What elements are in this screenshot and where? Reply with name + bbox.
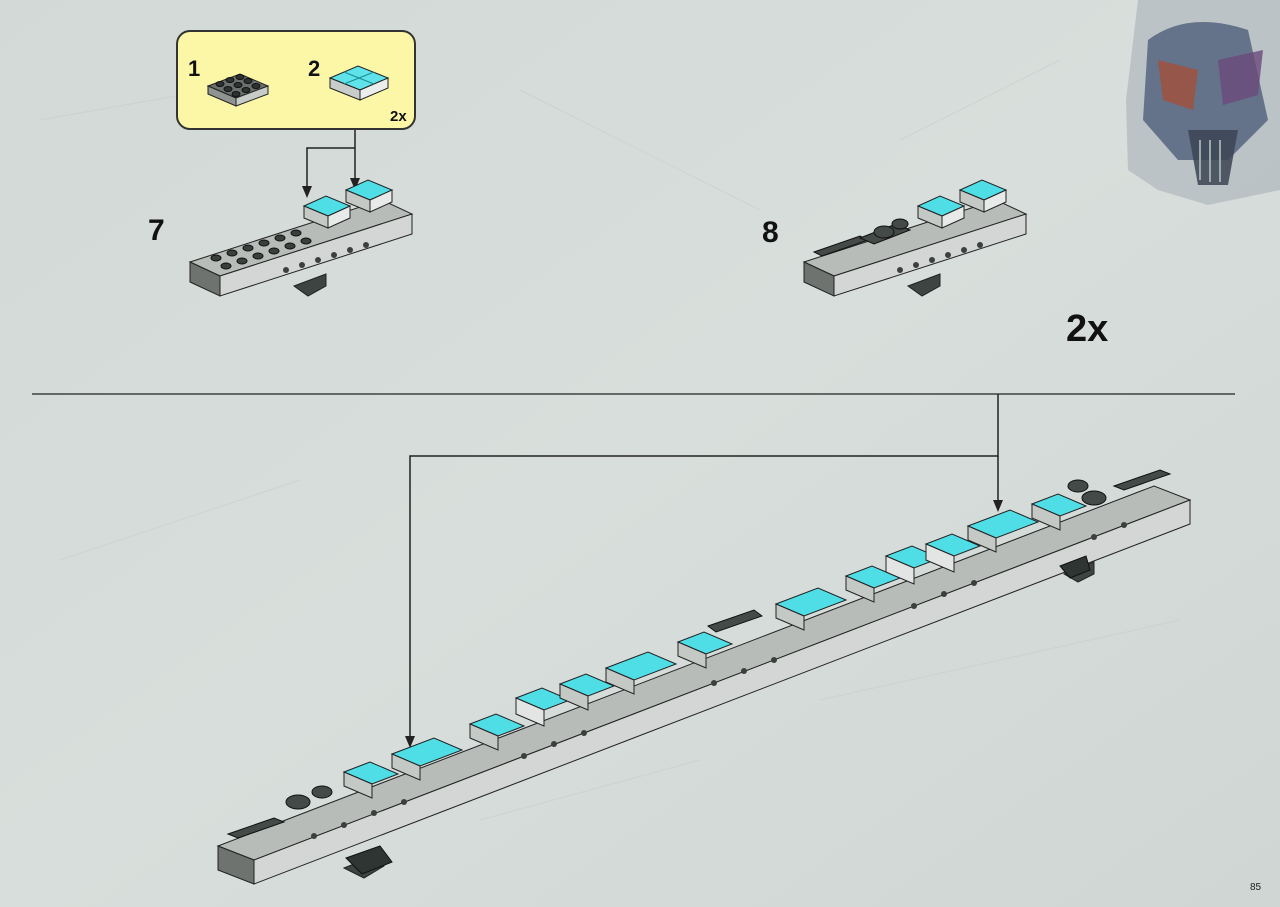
- step-8-model: [802, 179, 1028, 297]
- parts-list-callout: 1 2 2x: [176, 30, 416, 130]
- step-7-model: [188, 179, 414, 297]
- full-assembly-model: [216, 469, 1192, 885]
- part-number-2: 2: [308, 56, 321, 81]
- page-number: 85: [1250, 882, 1262, 893]
- step-number-8: 8: [762, 216, 779, 249]
- vader-helmet-watermark: [1126, 0, 1280, 205]
- part-number-1: 1: [188, 56, 201, 81]
- step-number-7: 7: [148, 214, 165, 247]
- part-quantity-2: 2x: [390, 108, 407, 125]
- dark-gray-plate-2x3-icon: [206, 73, 270, 107]
- trans-light-blue-tile-2x2-icon: [328, 65, 390, 101]
- step-8-multiplier: 2x: [1066, 308, 1109, 350]
